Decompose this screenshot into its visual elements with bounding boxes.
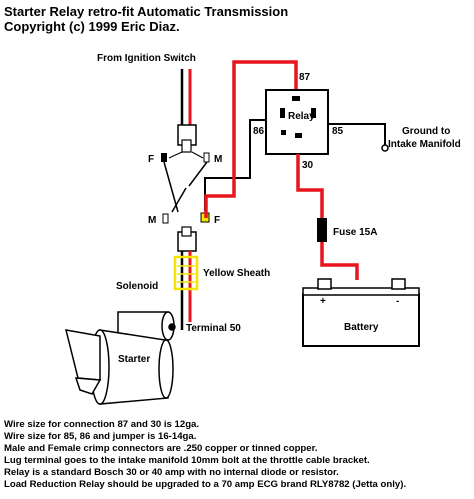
ignition-wire-pair xyxy=(180,69,192,128)
yellow-sheath-label: Yellow Sheath xyxy=(203,268,270,279)
battery-positive-label: + xyxy=(320,296,326,307)
relay-label: Relay xyxy=(288,111,315,122)
starter-label: Starter xyxy=(118,354,150,365)
upper-male-spade xyxy=(191,151,210,163)
jumper-wires xyxy=(163,161,208,213)
label-f-upper: F xyxy=(148,154,154,165)
ignition-switch-label: From Ignition Switch xyxy=(97,53,196,64)
yellow-sheath xyxy=(173,255,199,291)
label-m-lower: M xyxy=(148,215,156,226)
wire-relay-86 xyxy=(204,119,266,211)
wire-relay-87 xyxy=(204,60,298,218)
diagram-title: Starter Relay retro-fit Automatic Transm… xyxy=(4,4,288,19)
wire-ground-85 xyxy=(328,123,386,145)
ground-label-2: Intake Manifold xyxy=(388,139,461,150)
battery-label: Battery xyxy=(344,322,379,333)
note-line: Lug terminal goes to the intake manifold… xyxy=(4,455,370,466)
label-f-lower: F xyxy=(214,215,220,226)
lower-connector xyxy=(177,226,197,252)
starter-motor-icon xyxy=(64,311,176,405)
ground-lug-icon xyxy=(381,144,389,152)
solenoid-wire-pair xyxy=(180,251,192,330)
terminal-50-label: Terminal 50 xyxy=(186,323,241,334)
solenoid-label: Solenoid xyxy=(116,281,158,292)
note-line: Wire size for 85, 86 and jumper is 16-14… xyxy=(4,431,197,442)
pin-30-label: 30 xyxy=(302,160,314,171)
relay-box xyxy=(265,89,329,155)
wire-relay-30 xyxy=(296,154,359,280)
pin-86-label: 86 xyxy=(253,126,265,137)
notes-list: Wire size for connection 87 and 30 is 12… xyxy=(4,419,472,491)
fuse-icon xyxy=(317,218,327,242)
pin-87-label: 87 xyxy=(299,72,311,83)
ground-label: Ground to xyxy=(402,126,450,137)
note-line: Wire size for connection 87 and 30 is 12… xyxy=(4,419,200,430)
upper-connector xyxy=(177,124,197,153)
note-line: Load Reduction Relay should be upgraded … xyxy=(4,479,407,490)
battery-negative-label: - xyxy=(396,296,399,307)
upper-female-spade xyxy=(161,151,183,162)
fuse-label: Fuse 15A xyxy=(333,227,377,238)
battery xyxy=(302,278,420,347)
label-m-upper: M xyxy=(214,154,222,165)
pin-85-label: 85 xyxy=(332,126,344,137)
note-line: Relay is a standard Bosch 30 or 40 amp w… xyxy=(4,467,339,478)
lower-male-spade xyxy=(162,213,169,224)
note-line: Male and Female crimp connectors are .25… xyxy=(4,443,318,454)
diagram-copyright: Copyright (c) 1999 Eric Diaz. xyxy=(4,19,180,34)
